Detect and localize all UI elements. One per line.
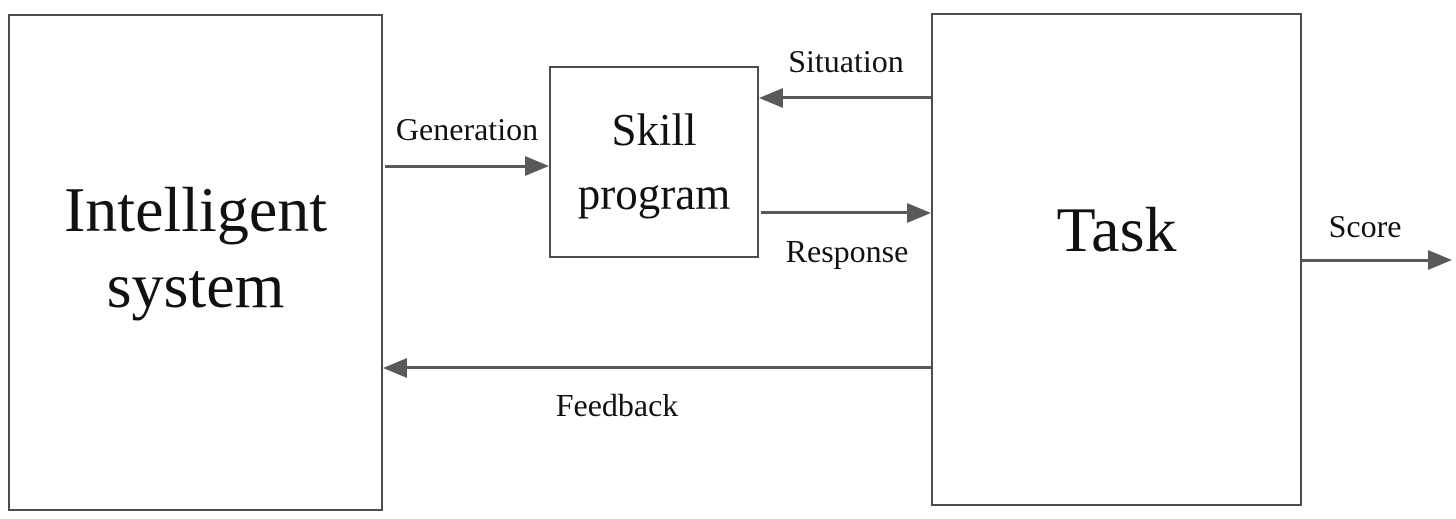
- situation-arrowhead-left-icon: [759, 88, 783, 108]
- node-intelligent-system-label: Intelligent system: [63, 173, 328, 321]
- feedback-arrowhead-left-icon: [383, 358, 407, 378]
- situation-arrow-label: Situation: [788, 43, 904, 79]
- feedback-arrow-label: Feedback: [555, 387, 679, 423]
- node-task-label: Task: [1056, 193, 1177, 265]
- node-intelligent-system: Intelligent system: [8, 14, 383, 511]
- score-arrow-label: Score: [1328, 208, 1402, 244]
- node-task: Task: [931, 13, 1302, 506]
- feedback-arrow-line: [405, 366, 931, 369]
- generation-arrow-label: Generation: [395, 111, 539, 147]
- situation-arrow-line: [781, 96, 931, 99]
- response-arrowhead-right-icon: [907, 203, 931, 223]
- score-arrowhead-right-icon: [1428, 250, 1452, 270]
- generation-arrowhead-right-icon: [525, 156, 549, 176]
- score-arrow-line: [1302, 259, 1430, 262]
- generation-arrow-line: [385, 165, 527, 168]
- response-arrow-label: Response: [785, 233, 909, 269]
- node-skill-program-label: Skill program: [577, 105, 731, 219]
- node-skill-program: Skill program: [549, 66, 759, 258]
- response-arrow-line: [761, 211, 909, 214]
